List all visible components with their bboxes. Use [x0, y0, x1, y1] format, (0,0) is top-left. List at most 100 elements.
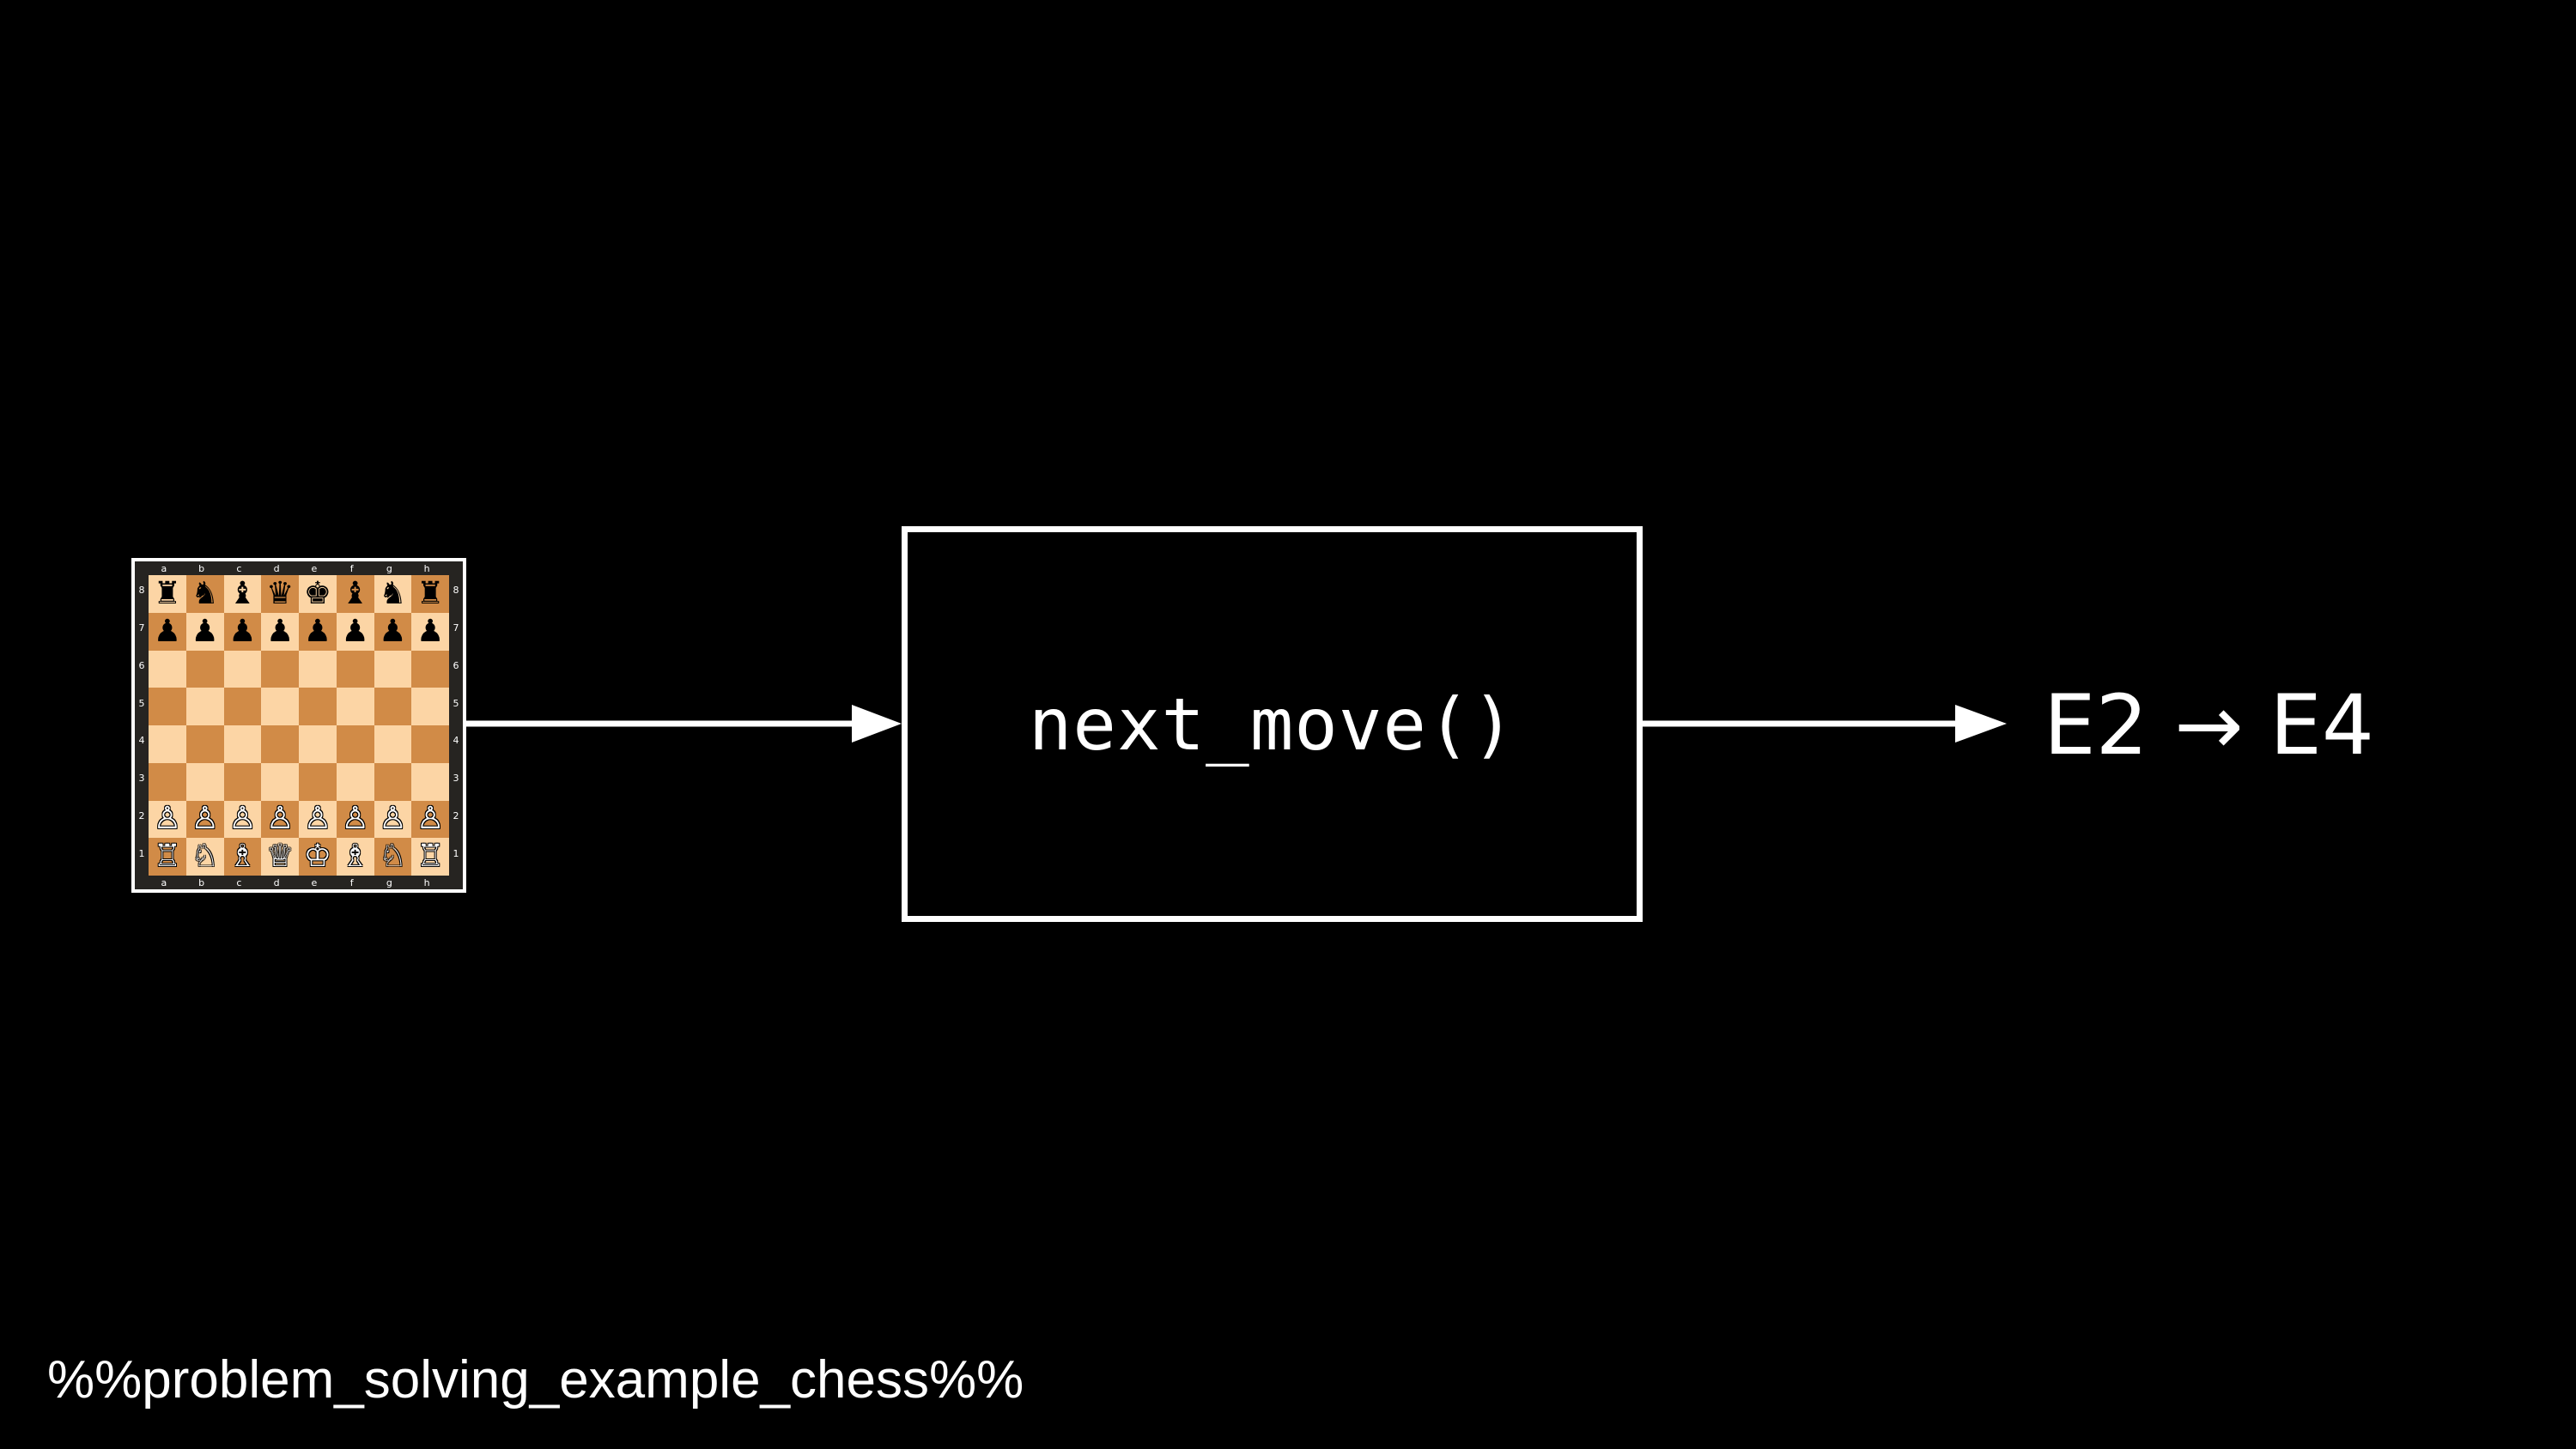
file-label-top: e	[311, 563, 318, 574]
square-f2: ♙	[336, 800, 374, 839]
rank-label-right: 7	[453, 622, 459, 634]
square-d7: ♟	[261, 612, 299, 651]
square-b8: ♞	[185, 575, 224, 613]
square-d1: ♕	[261, 838, 299, 876]
rank-label-right: 3	[453, 773, 459, 785]
square-h4	[411, 725, 449, 763]
square-c1: ♗	[223, 838, 262, 876]
rank-label-right: 6	[453, 659, 459, 671]
square-f6	[336, 650, 374, 688]
square-e5	[299, 688, 337, 725]
square-e6	[299, 650, 337, 688]
file-label-bottom: c	[236, 877, 242, 888]
file-label-top: c	[236, 563, 242, 574]
square-a5	[149, 688, 186, 725]
file-label-bottom: g	[386, 877, 392, 888]
square-c4	[223, 725, 262, 763]
square-a4	[149, 725, 186, 763]
square-c2: ♙	[223, 800, 262, 839]
square-e8: ♚	[299, 575, 337, 613]
square-c5	[223, 688, 262, 725]
function-box: next_move()	[902, 526, 1643, 922]
square-b2: ♙	[185, 800, 224, 839]
square-h2: ♙	[411, 800, 449, 839]
square-h7: ♟	[411, 612, 449, 651]
square-d3	[261, 762, 299, 801]
square-h6	[411, 650, 449, 688]
square-a3	[149, 762, 186, 801]
square-c6	[223, 650, 262, 688]
square-f8: ♝	[336, 575, 374, 613]
square-g2: ♙	[374, 800, 412, 839]
move-output: E2 → E4	[2044, 677, 2374, 773]
square-g6	[374, 650, 412, 688]
square-d8: ♛	[261, 575, 299, 613]
rank-label-left: 8	[138, 585, 145, 597]
square-h3	[411, 762, 449, 801]
square-f4	[336, 725, 374, 763]
rank-label-right: 2	[453, 809, 459, 822]
output-arrow-head	[1955, 705, 2007, 743]
square-e7: ♟	[299, 612, 337, 651]
file-label-top: h	[423, 563, 430, 574]
square-e3	[299, 762, 337, 801]
square-b1: ♘	[185, 838, 224, 876]
file-label-bottom: h	[423, 877, 430, 888]
square-b5	[185, 688, 224, 725]
square-b6	[185, 650, 224, 688]
square-d6	[261, 650, 299, 688]
file-label-top: g	[386, 563, 392, 574]
file-label-bottom: d	[273, 877, 280, 888]
square-b7: ♟	[185, 612, 224, 651]
placeholder-tag: %%problem_solving_example_chess%%	[47, 1350, 1024, 1410]
square-g5	[374, 688, 412, 725]
square-a8: ♜	[149, 575, 186, 613]
input-arrow-head	[852, 705, 902, 743]
rank-label-right: 8	[453, 585, 459, 597]
square-c7: ♟	[223, 612, 262, 651]
square-b3	[185, 762, 224, 801]
square-e4	[299, 725, 337, 763]
square-g7: ♟	[374, 612, 412, 651]
square-g1: ♘	[374, 838, 412, 876]
rank-label-left: 5	[138, 697, 145, 709]
file-label-bottom: e	[311, 877, 318, 888]
rank-label-right: 5	[453, 697, 459, 709]
square-b4	[185, 725, 224, 763]
square-g3	[374, 762, 412, 801]
square-a1: ♖	[149, 838, 186, 876]
square-e1: ♔	[299, 838, 337, 876]
rank-label-left: 7	[138, 622, 145, 634]
file-label-top: d	[273, 563, 280, 574]
rank-label-left: 4	[138, 735, 145, 747]
function-label: next_move()	[1028, 682, 1516, 767]
rank-label-left: 1	[138, 847, 145, 859]
square-f1: ♗	[336, 838, 374, 876]
square-f7: ♟	[336, 612, 374, 651]
square-a2: ♙	[149, 800, 186, 839]
rank-label-left: 3	[138, 773, 145, 785]
square-h1: ♖	[411, 838, 449, 876]
square-d4	[261, 725, 299, 763]
square-d2: ♙	[261, 800, 299, 839]
square-d5	[261, 688, 299, 725]
rank-label-right: 4	[453, 735, 459, 747]
square-f5	[336, 688, 374, 725]
square-a7: ♟	[149, 612, 186, 651]
square-c3	[223, 762, 262, 801]
rank-label-right: 1	[453, 847, 459, 859]
rank-label-left: 6	[138, 659, 145, 671]
rank-label-left: 2	[138, 809, 145, 822]
square-g4	[374, 725, 412, 763]
file-label-bottom: f	[349, 877, 354, 888]
square-f3	[336, 762, 374, 801]
square-a6	[149, 650, 186, 688]
square-c8: ♝	[223, 575, 262, 613]
file-label-top: a	[161, 563, 167, 574]
file-label-bottom: a	[161, 877, 167, 888]
file-label-top: b	[198, 563, 205, 574]
square-e2: ♙	[299, 800, 337, 839]
